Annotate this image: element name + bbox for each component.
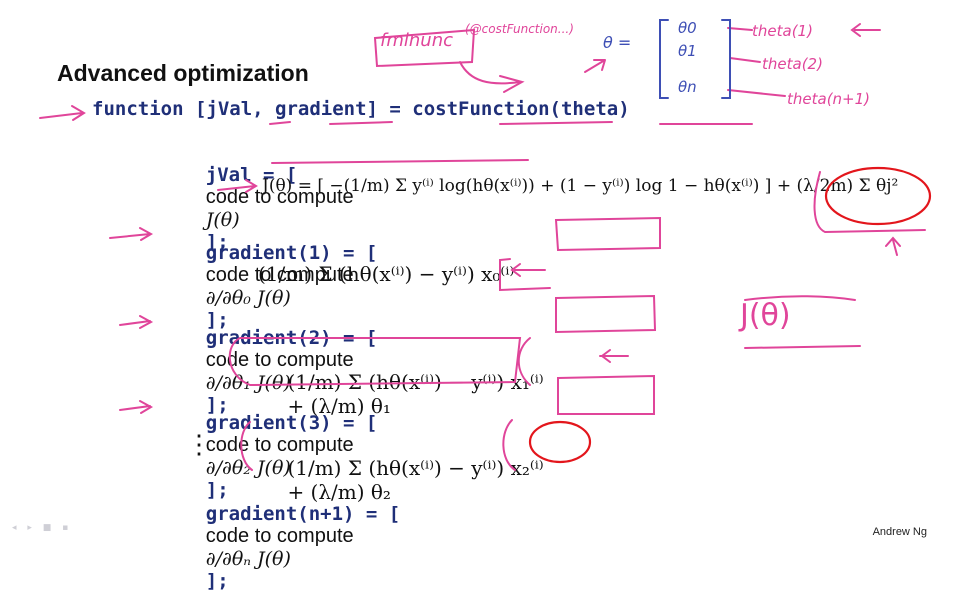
gradient-3-close: ]; bbox=[205, 479, 229, 501]
theta2-note: theta(2) bbox=[762, 55, 823, 73]
gradient-n-line: gradient(n+1) = [ code to compute ∂/∂θₙ … bbox=[160, 481, 400, 614]
function-signature: function [jVal, gradient] = costFunction… bbox=[92, 98, 630, 120]
theta-eq-note: θ = bbox=[603, 33, 632, 52]
fminunc-arg-note: (@costFunction...) bbox=[465, 22, 574, 36]
gradient-n-text: code to compute bbox=[205, 525, 354, 547]
gradient-1-derivative: ∂/∂θ₀ J(θ) bbox=[205, 287, 291, 309]
gradient-2-close: ]; bbox=[205, 394, 229, 416]
thetan-note: theta(n+1) bbox=[787, 90, 871, 108]
gradient-1-text: code to compute bbox=[205, 264, 354, 286]
vertical-ellipsis: ⋮ bbox=[186, 430, 212, 460]
author-credit: Andrew Ng bbox=[872, 526, 927, 538]
gradient-3-reg: + (λ/m) θ₂ bbox=[287, 480, 391, 504]
vector-thetan: θn bbox=[678, 78, 697, 96]
player-controls-icon: ◂ ▸ ■ ▪ bbox=[12, 523, 73, 533]
gradient-n-derivative: ∂/∂θₙ J(θ) bbox=[205, 548, 291, 570]
jtheta-note: J(θ) bbox=[740, 298, 791, 333]
jval-suffix: ]; bbox=[205, 231, 229, 253]
gradient-3-prefix: gradient(3) = [ bbox=[205, 412, 378, 434]
gradient-n-close: ]; bbox=[205, 570, 229, 592]
gradient-2-reg: + (λ/m) θ₁ bbox=[287, 394, 391, 418]
vector-theta0: θ0 bbox=[678, 19, 697, 37]
theta1-note: theta(1) bbox=[752, 22, 813, 40]
fminunc-note: fminunc bbox=[380, 30, 453, 51]
gradient-1-formula: (1/m) Σ (hθ(x⁽ⁱ⁾) − y⁽ⁱ⁾) x₀⁽ⁱ⁾ bbox=[258, 262, 515, 286]
lecture-slide: Advanced optimization function [jVal, gr… bbox=[12, 19, 932, 592]
gradient-1-line: gradient(1) = [ code to compute ∂/∂θ₀ J(… bbox=[160, 220, 378, 353]
gradient-1-prefix: gradient(1) = [ bbox=[205, 242, 378, 264]
jval-math: J(θ) bbox=[205, 209, 240, 231]
vector-theta1: θ1 bbox=[678, 42, 697, 60]
gradient-n-prefix: gradient(n+1) = [ bbox=[205, 503, 401, 525]
gradient-1-close: ]; bbox=[205, 309, 229, 331]
gradient-3-sum: (1/m) Σ (hθ(x⁽ⁱ⁾) − y⁽ⁱ⁾) x₂⁽ⁱ⁾ bbox=[287, 456, 544, 480]
slide-title: Advanced optimization bbox=[57, 60, 309, 86]
cost-formula: J(θ) = [ −(1/m) Σ y⁽ⁱ⁾ log(hθ(x⁽ⁱ⁾)) + (… bbox=[262, 176, 899, 196]
